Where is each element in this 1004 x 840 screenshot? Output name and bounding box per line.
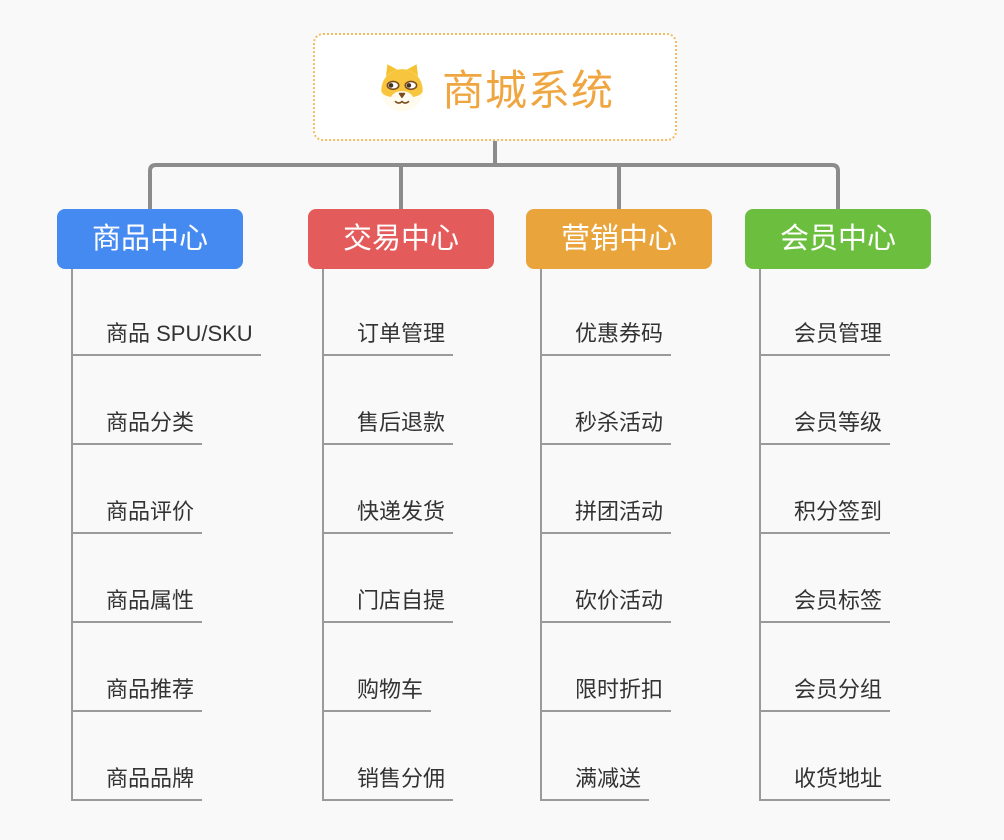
branch-item[interactable]: 订单管理	[322, 321, 454, 356]
branch-item[interactable]: 商品评价	[71, 499, 203, 534]
branch-item[interactable]: 商品 SPU/SKU	[71, 321, 261, 356]
branch-item[interactable]: 砍价活动	[540, 588, 672, 623]
branch-item[interactable]: 销售分佣	[322, 766, 454, 801]
branch-column-marketing: 营销中心 优惠券码 秒杀活动 拼团活动 砍价活动 限时折扣 满减送	[526, 209, 778, 809]
branch-node-trade-center[interactable]: 交易中心	[308, 209, 494, 269]
branch-item[interactable]: 优惠券码	[540, 321, 672, 356]
branch-item[interactable]: 会员分组	[759, 677, 891, 712]
branch-rail-line	[322, 269, 324, 801]
branch-item[interactable]: 满减送	[540, 766, 650, 801]
branch-item[interactable]: 售后退款	[322, 410, 454, 445]
branch-rail-line	[71, 269, 73, 801]
branch-item[interactable]: 商品品牌	[71, 766, 203, 801]
branch-column-product: 商品中心 商品 SPU/SKU 商品分类 商品评价 商品属性 商品推荐 商品品牌	[57, 209, 309, 809]
branch-item[interactable]: 秒杀活动	[540, 410, 672, 445]
branch-rail-line	[759, 269, 761, 801]
branch-item[interactable]: 拼团活动	[540, 499, 672, 534]
root-node[interactable]: 商城系统	[313, 33, 677, 141]
branch-item[interactable]: 积分签到	[759, 499, 891, 534]
branch-item[interactable]: 商品分类	[71, 410, 203, 445]
branch-column-trade: 交易中心 订单管理 售后退款 快递发货 门店自提 购物车 销售分佣	[308, 209, 560, 809]
branch-item[interactable]: 会员管理	[759, 321, 891, 356]
branch-item[interactable]: 购物车	[322, 677, 432, 712]
branch-item[interactable]: 收货地址	[759, 766, 891, 801]
branch-item[interactable]: 商品属性	[71, 588, 203, 623]
branch-column-member: 会员中心 会员管理 会员等级 积分签到 会员标签 会员分组 收货地址	[745, 209, 997, 809]
branch-item[interactable]: 门店自提	[322, 588, 454, 623]
shiba-dog-face-icon	[376, 61, 428, 113]
root-title: 商城系统	[441, 66, 614, 114]
branch-item[interactable]: 快递发货	[322, 499, 454, 534]
branch-item[interactable]: 会员标签	[759, 588, 891, 623]
branch-node-member-center[interactable]: 会员中心	[745, 209, 931, 269]
branch-item[interactable]: 商品推荐	[71, 677, 203, 712]
branch-item[interactable]: 会员等级	[759, 410, 891, 445]
branch-node-marketing-center[interactable]: 营销中心	[526, 209, 712, 269]
branch-item[interactable]: 限时折扣	[540, 677, 672, 712]
branch-node-product-center[interactable]: 商品中心	[57, 209, 243, 269]
branch-rail-line	[540, 269, 542, 801]
